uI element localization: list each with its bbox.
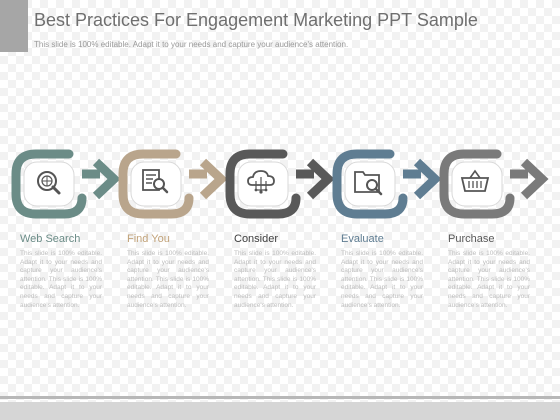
step-description: This slide is 100% editable. Adapt it to… [20,250,102,309]
step-label: Evaluate [341,233,384,245]
step-description: This slide is 100% editable. Adapt it to… [234,250,316,309]
step-label: Purchase [448,233,495,245]
step-arrow-frame [439,149,549,219]
step-arrow-frame [332,149,442,219]
slide-title: Best Practices For Engagement Marketing … [34,10,478,30]
shopping-basket-icon [460,169,490,192]
document-search-icon [142,169,169,194]
cloud-network-icon [247,170,275,194]
step-description: This slide is 100% editable. Adapt it to… [448,250,530,309]
corner-accent [0,0,28,52]
step-description: This slide is 100% editable. Adapt it to… [341,250,423,309]
footer-divider [0,396,560,399]
step-description: This slide is 100% editable. Adapt it to… [127,250,209,309]
step-arrow-frame [118,149,228,219]
footer-bar [0,402,560,420]
step-label: Web Search [20,233,81,245]
step-arrow-frame [225,149,335,219]
step-arrow-frame [11,149,121,219]
slide-subtitle: This slide is 100% editable. Adapt it to… [34,40,349,49]
step-label: Consider [234,233,279,245]
folder-search-icon [354,171,383,196]
step-label: Find You [127,233,170,245]
globe-search-icon [37,171,61,195]
